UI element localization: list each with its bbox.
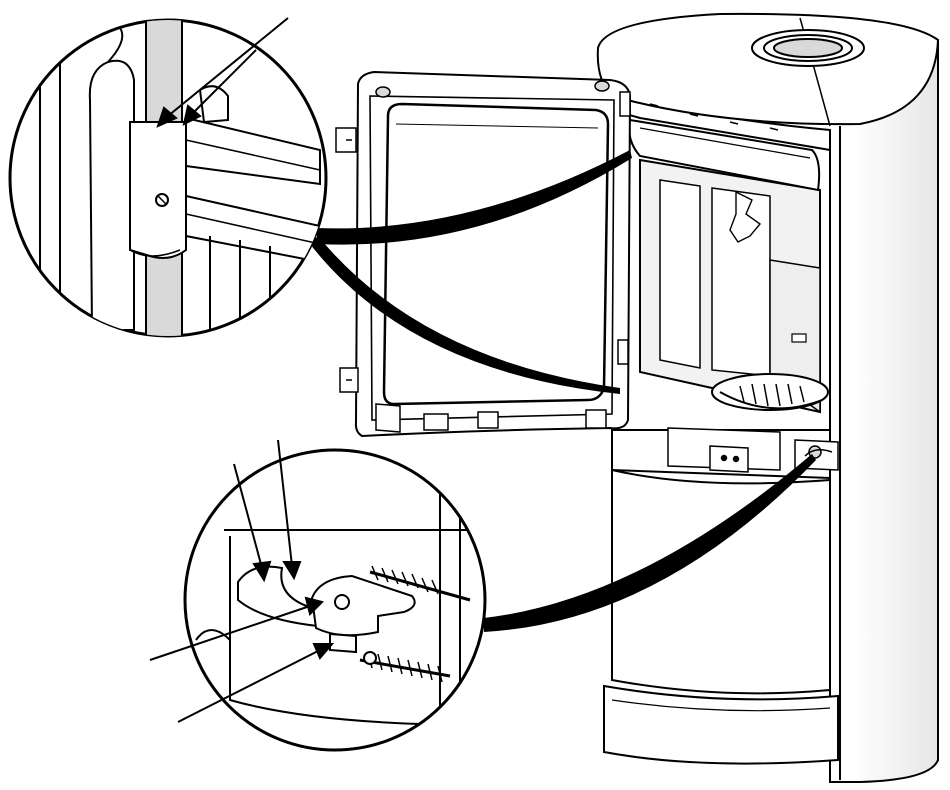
hinge-sleeve <box>129 121 187 259</box>
latch-pivot <box>334 594 350 610</box>
stove-door <box>335 70 632 438</box>
stove-top <box>596 12 940 126</box>
latch-pointer-arrows <box>149 439 335 723</box>
hinge-detail-callout <box>8 17 328 338</box>
grate <box>711 373 829 411</box>
latch-callout-connector <box>484 454 816 632</box>
door-bolts <box>375 80 610 98</box>
flue-collar <box>751 29 865 67</box>
hinge-callout-connector <box>316 150 632 245</box>
stove-body <box>596 12 940 783</box>
hinge-pointer-arrows <box>156 17 289 128</box>
door-bottom-latch <box>375 403 607 433</box>
door-hinges <box>617 91 631 365</box>
ash-panel-bracket <box>709 445 749 473</box>
stove-plinth <box>603 684 839 765</box>
frame-ticks <box>649 103 779 131</box>
latch-spring-upper <box>369 565 471 602</box>
callout-connectors <box>310 150 816 632</box>
door-hinge-strip <box>335 127 359 393</box>
latch-detail-callout <box>149 439 487 752</box>
firebox-paper <box>729 190 762 243</box>
lower-body-front <box>611 468 831 695</box>
